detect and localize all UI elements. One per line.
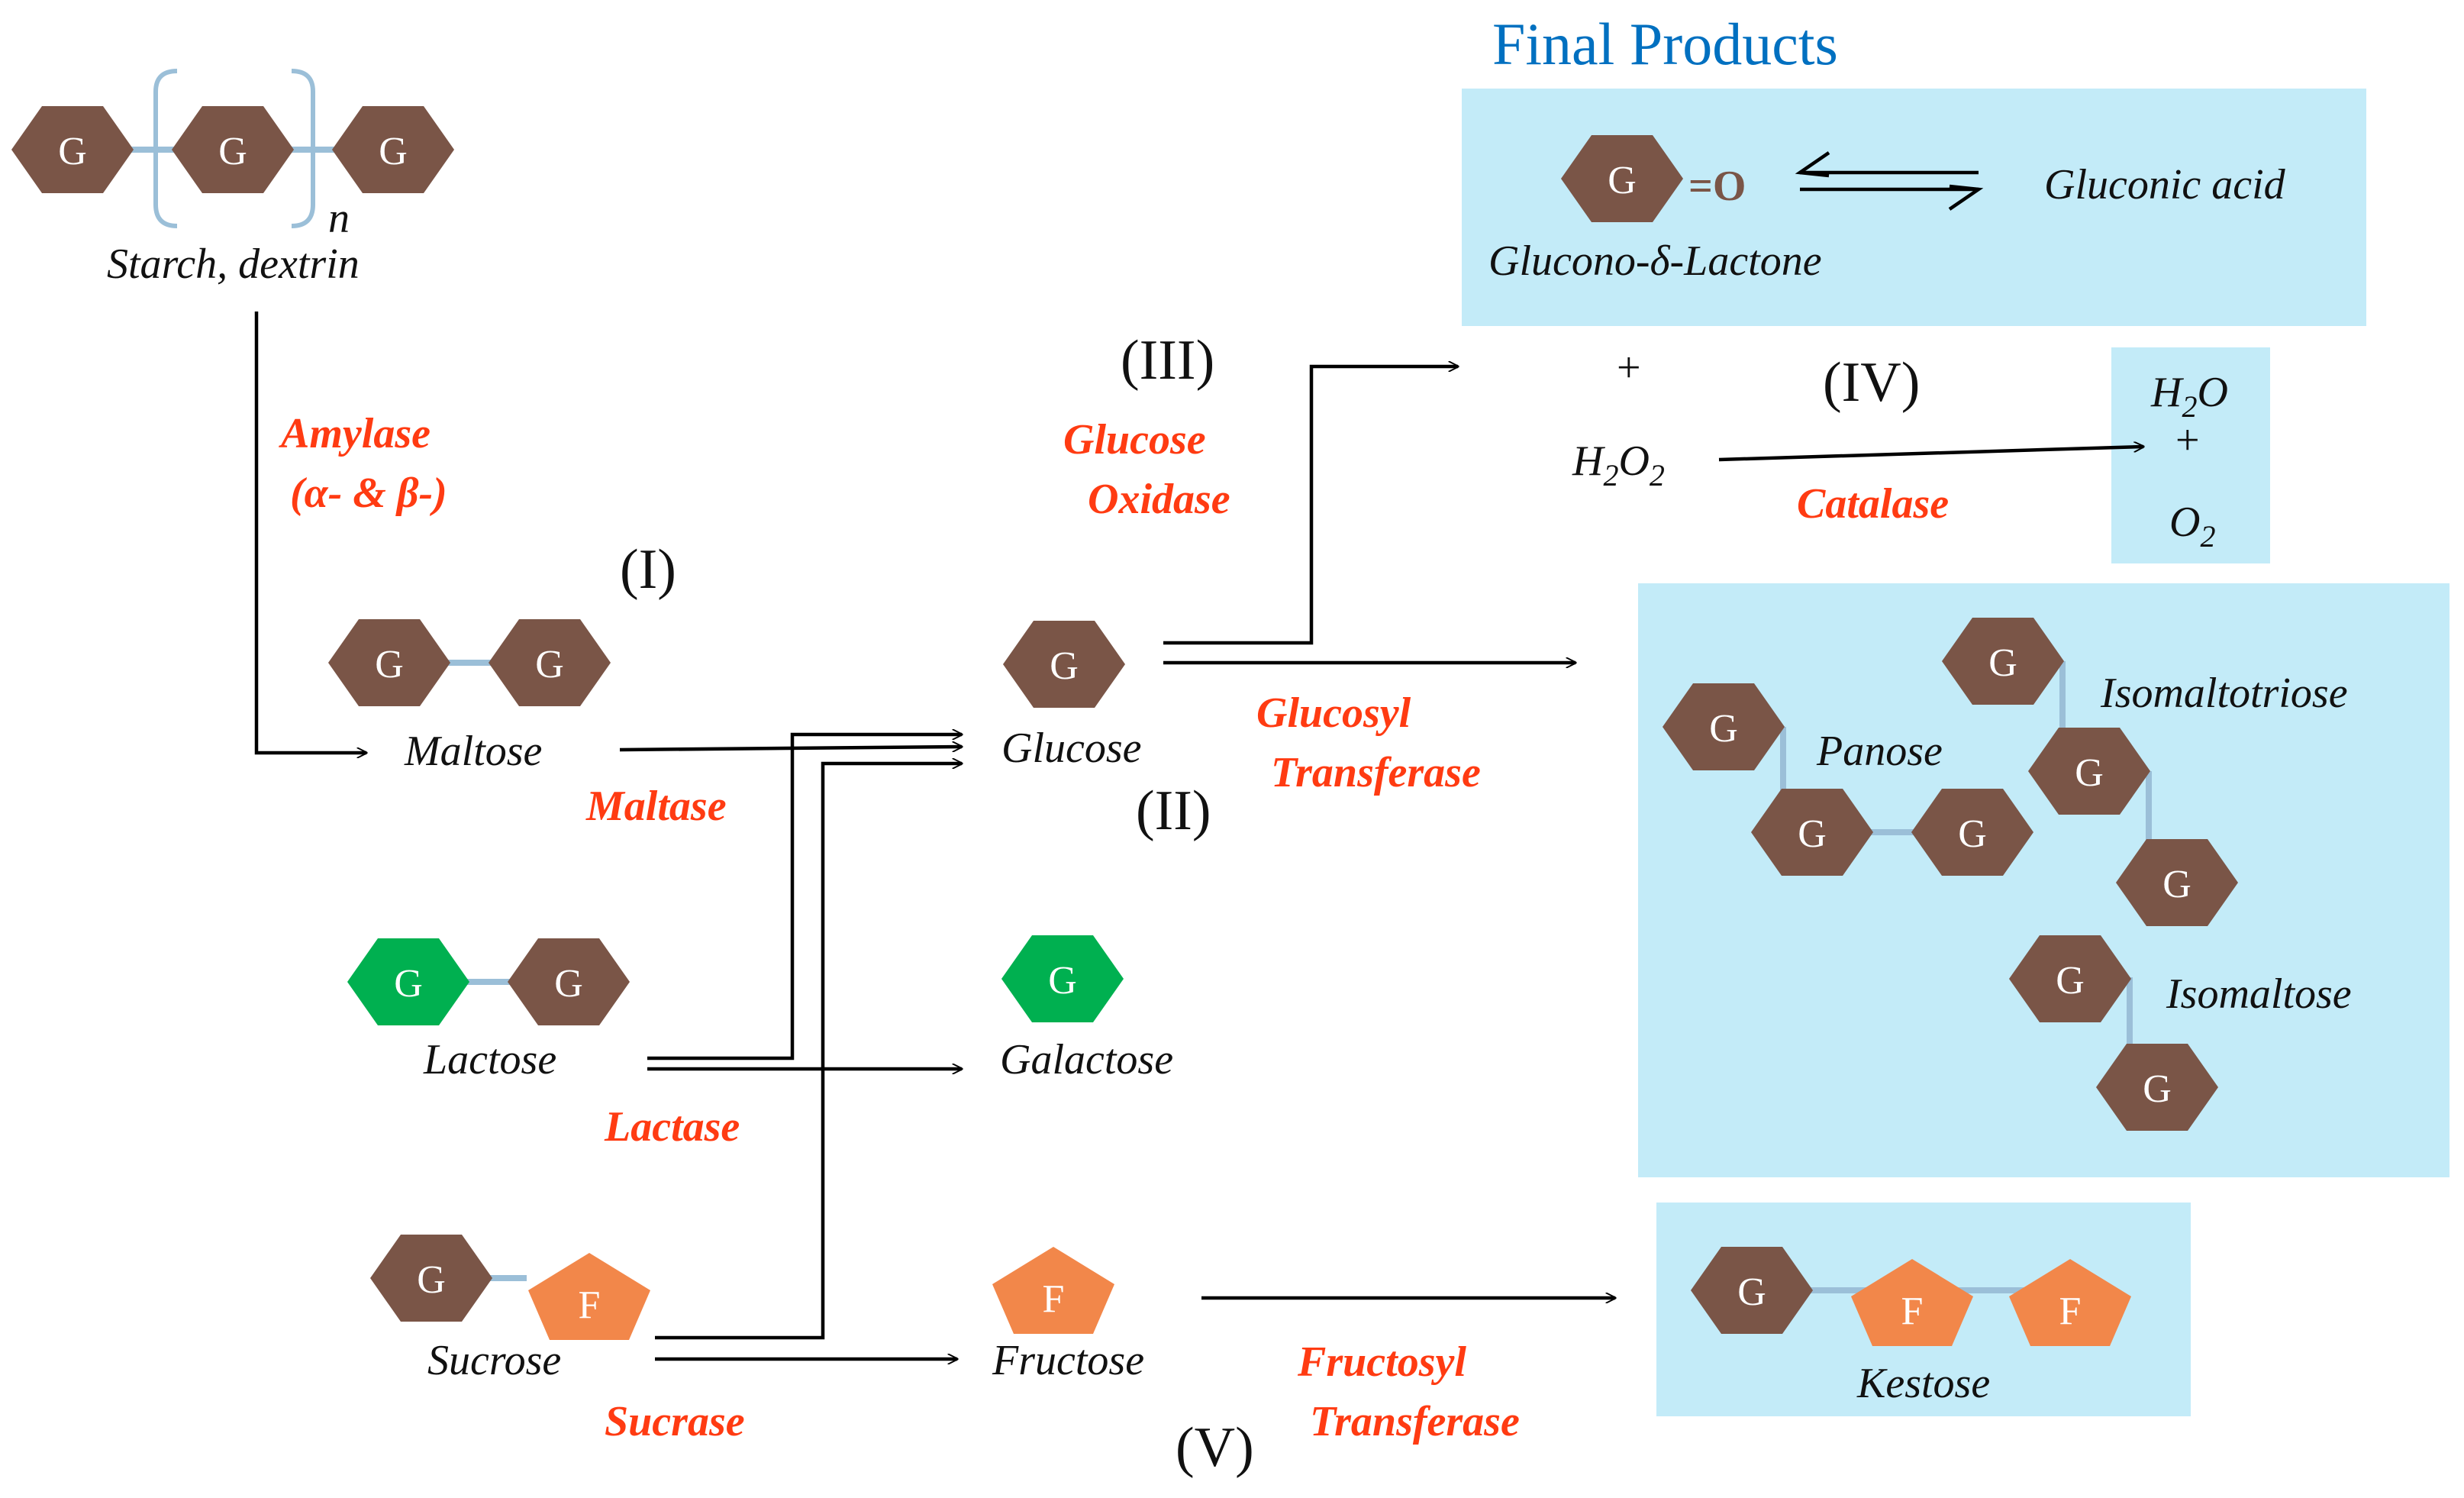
step-iii-label: (III): [1121, 329, 1214, 392]
svg-text:G: G: [1048, 959, 1077, 1002]
fructosyl-transferase-label-1: Fructosyl: [1297, 1338, 1466, 1386]
panose-unit-3: G: [1911, 789, 2033, 876]
step-ii-label: (II): [1136, 780, 1211, 842]
amylase-type-label: (α- & β-): [290, 470, 447, 517]
svg-text:G: G: [375, 643, 404, 686]
svg-text:G: G: [1958, 812, 1987, 856]
svg-text:G: G: [394, 962, 423, 1006]
final-products-title: Final Products: [1492, 11, 1838, 77]
svg-text:G: G: [58, 130, 87, 173]
lactose-to-glucose-arrow: [647, 734, 962, 1061]
svg-text:F: F: [1043, 1277, 1065, 1321]
svg-text:F: F: [1901, 1290, 1924, 1333]
svg-text:G: G: [2075, 751, 2104, 795]
svg-text:G: G: [1737, 1270, 1766, 1314]
fructose-unit: F: [992, 1247, 1114, 1334]
starch-unit-1: G: [11, 106, 134, 193]
starch-unit-2: G: [172, 106, 294, 193]
starch-unit-3: G: [332, 106, 454, 193]
svg-text:F: F: [2059, 1290, 2082, 1333]
starch-label: Starch, dextrin: [107, 241, 360, 288]
svg-text:G: G: [1050, 644, 1079, 688]
isomaltotriose-label: Isomaltotriose: [2100, 670, 2348, 717]
isomaltose-label: Isomaltose: [2166, 970, 2352, 1018]
reaction-arrows: [254, 151, 2143, 1359]
kestose-fructose-unit-2: F: [2009, 1259, 2131, 1346]
svg-text:G: G: [2143, 1067, 2172, 1111]
lactose-glucose-unit: G: [508, 938, 630, 1025]
lactose-galactose-unit: G: [347, 938, 469, 1025]
isomaltose-unit-2: G: [2096, 1044, 2218, 1131]
maltase-label: Maltase: [585, 783, 727, 830]
amylase-label: Amylase: [279, 410, 431, 457]
glucose-oxidase-label-2: Oxidase: [1088, 476, 1230, 523]
glucose-oxidase-label-1: Glucose: [1063, 416, 1206, 463]
svg-text:G: G: [535, 643, 564, 686]
panose-label: Panose: [1816, 728, 1943, 775]
svg-text:G: G: [1608, 159, 1637, 202]
svg-text:F: F: [579, 1283, 601, 1327]
catalase-label: Catalase: [1797, 480, 1949, 528]
panose-unit-1: G: [1663, 683, 1785, 770]
sucrose-fructose-unit: F: [528, 1253, 650, 1340]
isomaltotriose-unit-1: G: [1942, 618, 2064, 705]
svg-text:G: G: [379, 130, 408, 173]
glucose-label: Glucose: [1001, 725, 1142, 772]
glucose-unit: G: [1003, 621, 1125, 708]
svg-text:G: G: [1798, 812, 1827, 856]
water-oxygen-box: [2111, 347, 2270, 563]
plus-sign-2: +: [2175, 417, 2200, 464]
plus-sign-1: +: [1617, 344, 1641, 392]
hydrogen-peroxide-label: H2O2: [1572, 437, 1665, 492]
lactone-label: Glucono-δ-Lactone: [1488, 237, 1822, 285]
repeat-count-label: n: [328, 195, 350, 242]
fructose-label: Fructose: [992, 1337, 1144, 1384]
sucrose-glucose-unit: G: [370, 1235, 492, 1322]
sucrase-label: Sucrase: [605, 1398, 745, 1445]
svg-text:G: G: [554, 962, 583, 1006]
fructosyl-transferase-label-2: Transferase: [1310, 1398, 1520, 1445]
lactase-label: Lactase: [604, 1103, 740, 1151]
repeat-bracket-left: [153, 69, 178, 228]
equilibrium-arrow: [1795, 151, 1984, 211]
kestose-label: Kestose: [1856, 1360, 1990, 1407]
svg-text:G: G: [417, 1258, 446, 1302]
sucrose-label: Sucrose: [427, 1337, 561, 1384]
repeat-bracket-right: [291, 69, 315, 228]
step-v-label: (V): [1176, 1416, 1254, 1479]
lactone-glucose-unit: G: [1561, 135, 1683, 222]
svg-text:G: G: [2056, 959, 2085, 1002]
svg-text:G: G: [1988, 641, 2017, 685]
galactose-label: Galactose: [1000, 1036, 1173, 1083]
keto-group-label: =O: [1688, 163, 1746, 210]
sucrose-to-glucose-arrow: [655, 764, 962, 1340]
isomaltotriose-unit-2: G: [2028, 728, 2150, 815]
step-i-label: (I): [620, 538, 676, 601]
glucose-oxidase-arrow: [1163, 366, 1458, 645]
step-iv-label: (IV): [1823, 351, 1920, 414]
catalase-arrow: [1718, 447, 2143, 462]
galactose-unit: G: [1001, 935, 1124, 1022]
svg-text:G: G: [2162, 863, 2191, 906]
glucosyl-transferase-label-1: Glucosyl: [1256, 689, 1411, 737]
isomaltose-unit-1: G: [2009, 935, 2131, 1022]
lactose-label: Lactose: [423, 1036, 556, 1083]
oxygen-label: O2: [2169, 499, 2215, 554]
maltose-unit-2: G: [489, 619, 611, 706]
kestose-glucose-unit: G: [1691, 1247, 1813, 1334]
kestose-fructose-unit-1: F: [1851, 1259, 1973, 1346]
panose-unit-2: G: [1751, 789, 1873, 876]
amylase-arrow: [254, 312, 366, 753]
isomaltotriose-unit-3: G: [2116, 839, 2238, 926]
svg-text:G: G: [1709, 707, 1738, 751]
maltose-unit-1: G: [328, 619, 450, 706]
water-label: H2O: [2150, 369, 2228, 424]
gluconic-acid-label: Gluconic acid: [2044, 161, 2286, 208]
svg-text:G: G: [218, 130, 247, 173]
glucosyl-transferase-label-2: Transferase: [1271, 749, 1481, 796]
maltose-label: Maltose: [404, 728, 542, 775]
